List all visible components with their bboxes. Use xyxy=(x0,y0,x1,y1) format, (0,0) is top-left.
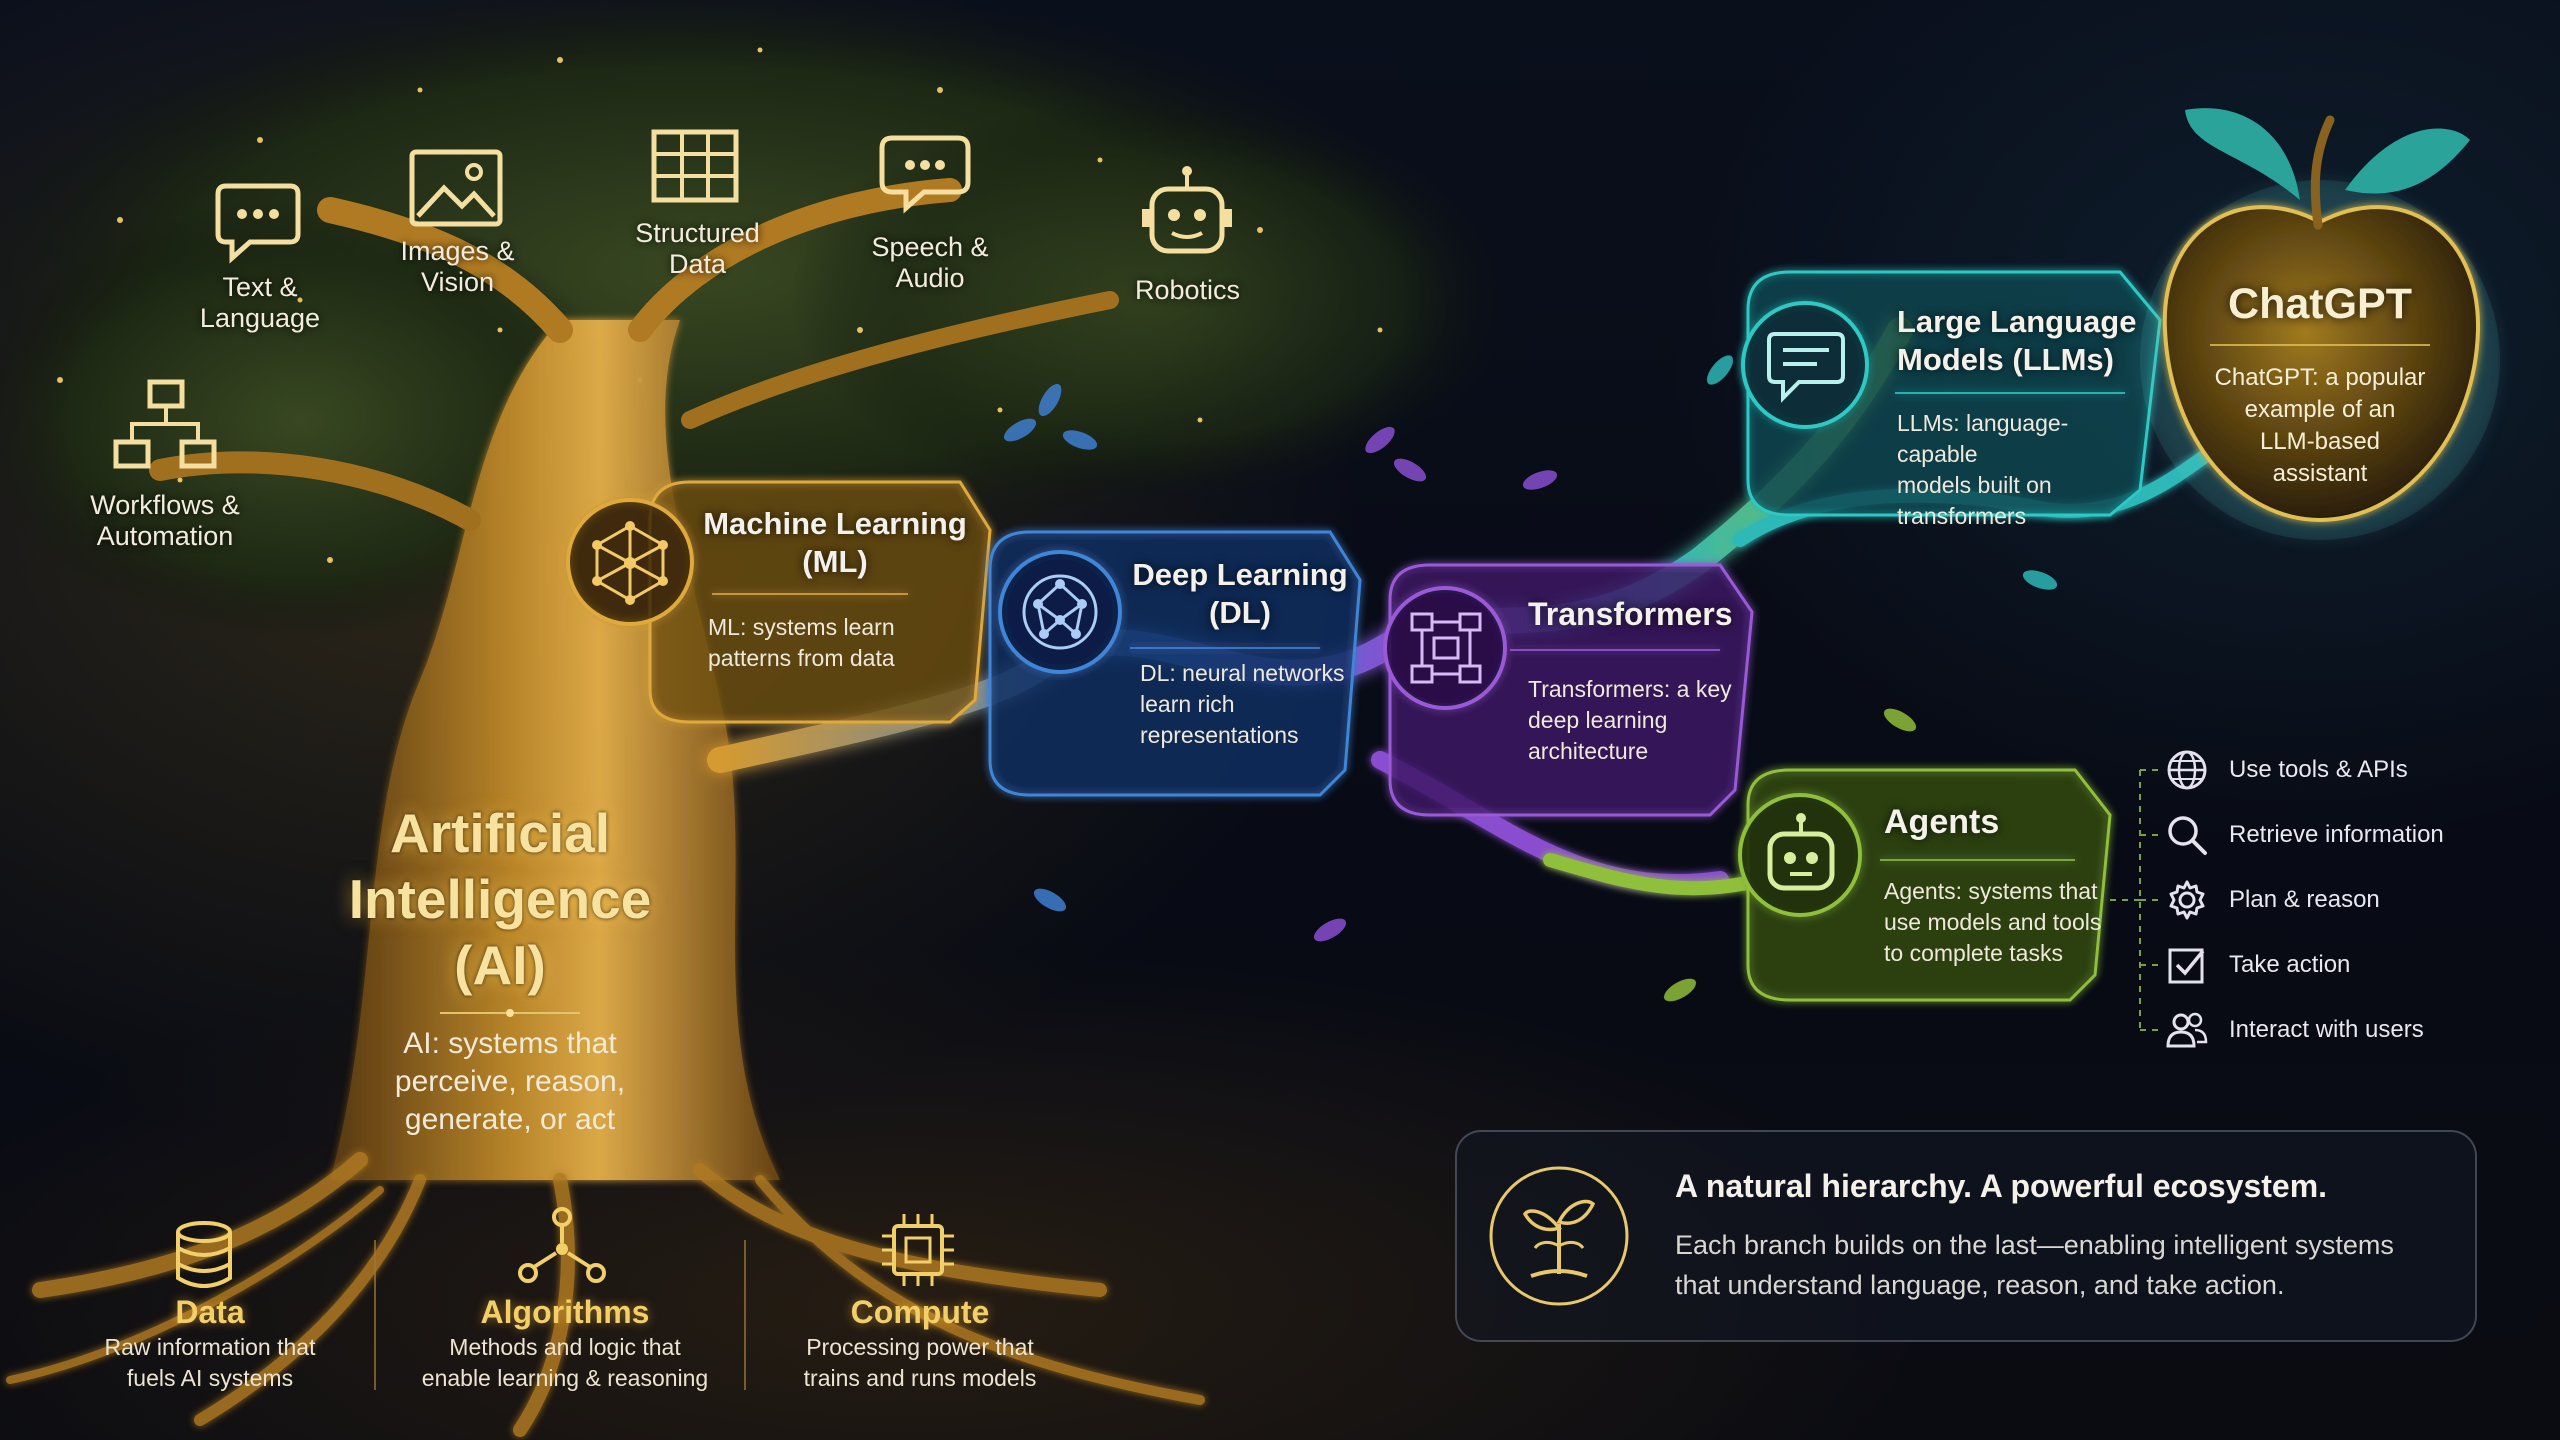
neural-network-icon xyxy=(592,521,668,605)
domain-label-images: Images &Vision xyxy=(400,236,515,297)
tool-label: Retrieve information xyxy=(2229,821,2444,848)
speech-icon xyxy=(879,135,971,214)
table-icon xyxy=(651,129,739,203)
search-icon xyxy=(2168,816,2207,855)
database-icon xyxy=(176,1221,232,1288)
workflow-icon xyxy=(113,379,217,469)
domain-label-robotics: Robotics xyxy=(1134,275,1241,305)
checkbox-icon xyxy=(2168,948,2205,984)
transformers-title: Transformers xyxy=(1528,596,1733,632)
agent-robot-icon xyxy=(1767,813,1835,891)
tool-label: Plan & reason xyxy=(2229,886,2380,913)
root-title: Compute xyxy=(850,1294,990,1330)
chatgpt-title: ChatGPT xyxy=(2228,280,2412,328)
ml-title: Machine Learning(ML) xyxy=(703,506,967,579)
root-title: Data xyxy=(175,1294,245,1330)
network-graph-icon xyxy=(1022,574,1098,650)
agent-tool-row: Retrieve information xyxy=(2165,811,2444,859)
message-lines-icon xyxy=(1767,332,1845,403)
chat-bubble-icon xyxy=(215,183,301,264)
summary-card xyxy=(1455,1130,2477,1342)
agents-title: Agents xyxy=(1884,803,2000,841)
summary-description: Each branch builds on the last—enabling … xyxy=(1675,1230,2394,1300)
tool-label: Use tools & APIs xyxy=(2229,756,2408,783)
summary-title: A natural hierarchy. A powerful ecosyste… xyxy=(1675,1168,2328,1204)
agent-tool-row: Use tools & APIs xyxy=(2165,746,2408,794)
globe-icon xyxy=(2167,750,2207,790)
agent-tool-row: Plan & reason xyxy=(2165,876,2380,924)
domain-label-speech: Speech &Audio xyxy=(871,232,989,293)
chatgpt-apple xyxy=(2140,108,2500,540)
tool-label: Take action xyxy=(2229,951,2351,978)
chip-icon xyxy=(882,1214,954,1286)
gear-icon xyxy=(2169,880,2205,920)
users-icon xyxy=(2166,1012,2208,1048)
robot-icon xyxy=(1142,166,1232,254)
agents-panel-shape xyxy=(1738,768,2112,1002)
domain-label-text: Text &Language xyxy=(199,272,321,333)
tool-label: Interact with users xyxy=(2229,1016,2424,1043)
root-title: Algorithms xyxy=(480,1294,650,1330)
agent-tool-row: Interact with users xyxy=(2165,1006,2424,1054)
dl-title: Deep Learning(DL) xyxy=(1132,557,1348,630)
image-icon xyxy=(409,149,503,227)
dl-panel-shape xyxy=(988,530,1362,797)
sprout-icon xyxy=(1489,1166,1629,1306)
network-nodes-icon xyxy=(518,1207,606,1283)
domain-label-workflows: Workflows &Automation xyxy=(90,490,240,551)
agent-tool-row: Take action xyxy=(2165,941,2350,989)
transformer-blocks-icon xyxy=(1410,612,1482,684)
